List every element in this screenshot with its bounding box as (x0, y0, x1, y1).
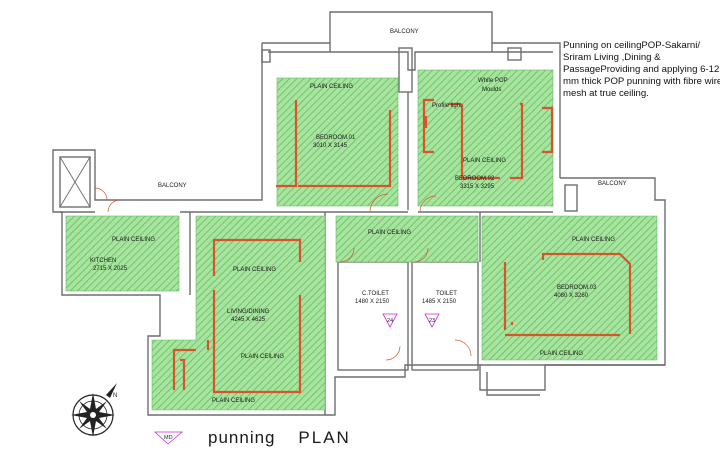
cove-lines (172, 98, 632, 394)
living-size: 4245 X 4625 (231, 317, 266, 323)
living-name: LIVING/DINING (227, 309, 270, 315)
bedroom1-size: 3010 X 3145 (313, 143, 348, 149)
entry-tag (153, 431, 184, 445)
kitchen-name: KITCHEN (90, 258, 116, 264)
bedroom3-ceiling1: PLAIN CEILING (572, 237, 615, 243)
toilet-size: 1485 X 2150 (422, 299, 457, 305)
plan-title-word2: PLAN (298, 428, 351, 447)
toilet-tag (424, 313, 440, 328)
plan-title-word1: punning (208, 428, 276, 447)
balcony-left-label: BALCONY (158, 183, 187, 189)
bedroom2-size: 3315 X 3295 (460, 184, 495, 190)
labels: BALCONY BALCONY BALCONY PLAIN CEILING BE… (90, 29, 627, 404)
north-label: N (113, 393, 117, 399)
passage-ceiling: PLAIN CEILING (368, 230, 411, 236)
punning-note: Punning on ceilingPOP-Sakarni/ Sriram Li… (563, 40, 720, 99)
balcony-top-label: BALCONY (390, 29, 419, 35)
bedroom2-name: BEDROOM.02 (455, 176, 495, 182)
ceiling-zones (65, 69, 658, 411)
toilet-name: TOILET (436, 291, 457, 297)
bedroom3-size: 4080 X 3260 (554, 293, 589, 299)
bedroom2-moulds2: Moulds (482, 87, 501, 93)
ctoilet-size: 1480 X 2150 (355, 299, 390, 305)
living-ceiling3: PLAIN CEILING (212, 398, 255, 404)
ctoilet-tag (382, 313, 398, 328)
living-ceiling1: PLAIN CEILING (233, 267, 276, 273)
zone-bedroom3 (481, 215, 658, 361)
zone-bedroom2 (417, 69, 554, 207)
ctoilet-name: C.TOILET (362, 291, 389, 297)
zone-living (151, 215, 326, 411)
doors (94, 187, 472, 361)
entry-tag-text: MD (164, 435, 173, 441)
bedroom2-moulds1: White POP (478, 78, 508, 84)
zone-bedroom1 (276, 77, 399, 207)
bedroom1-ceiling: PLAIN CEILING (310, 84, 353, 90)
kitchen-ceiling: PLAIN CEILING (112, 237, 155, 243)
bedroom2-profile: Profile light (432, 103, 462, 109)
kitchen-size: 2715 X 2025 (93, 266, 128, 272)
living-ceiling2: PLAIN CEILING (241, 354, 284, 360)
bedroom3-name: BEDROOM.03 (557, 285, 597, 291)
compass-icon: N (71, 383, 117, 437)
plan-title: punning PLAN (208, 428, 351, 448)
toilet-tags (153, 313, 440, 445)
zone-kitchen (65, 215, 180, 292)
balcony-right-label: BALCONY (598, 181, 627, 187)
bedroom3-ceiling2: PLAIN CEILING (540, 351, 583, 357)
toilet-tag-text: 23 (429, 318, 435, 324)
bedroom1-name: BEDROOM.01 (316, 135, 356, 141)
bedroom2-ceiling: PLAIN CEILING (463, 158, 506, 164)
ctoilet-tag-text: 24 (387, 318, 393, 324)
zone-passage (335, 215, 479, 263)
walls (52, 11, 666, 416)
